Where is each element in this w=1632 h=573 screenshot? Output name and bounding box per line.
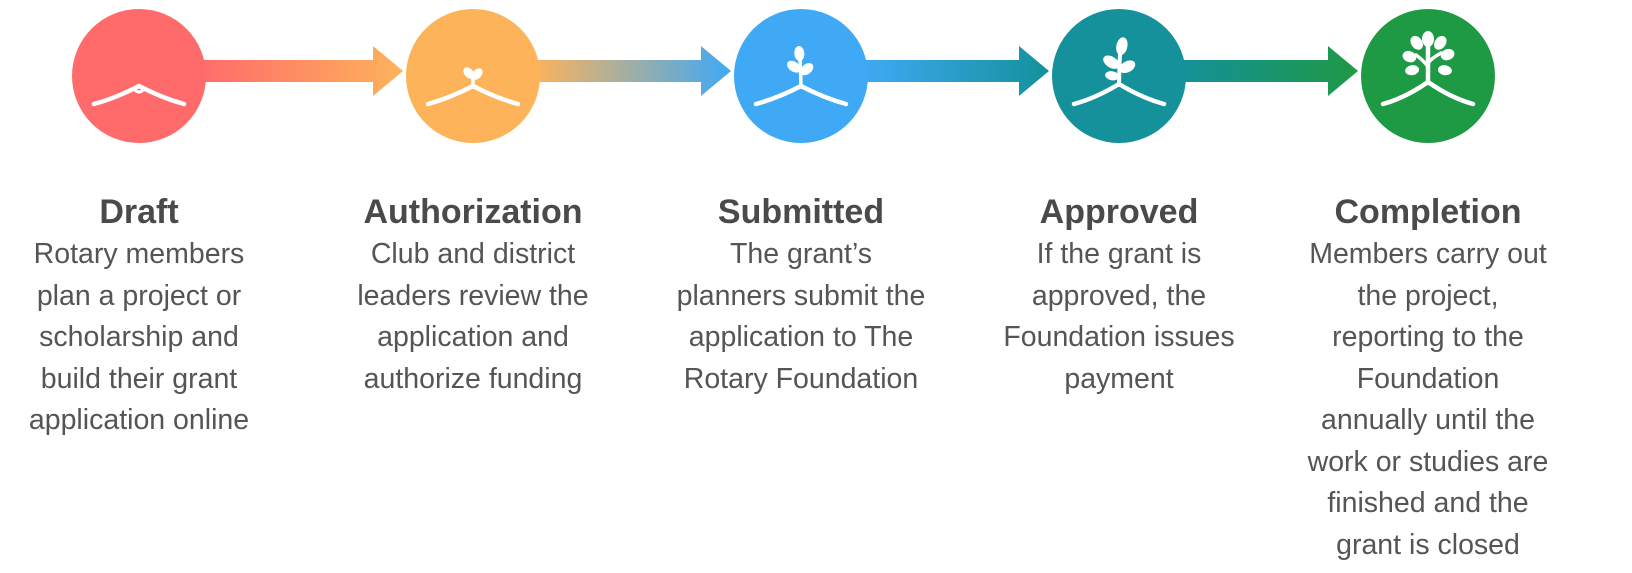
- stage-title: Completion: [1334, 193, 1522, 231]
- flow-arrow-3: [862, 46, 1049, 96]
- stage-description-line: The grant’s: [729, 238, 873, 270]
- stage-description-line: grant is closed: [1336, 528, 1520, 561]
- flow-arrow-1: [200, 46, 403, 96]
- stage-description-line: annually until the: [1321, 404, 1535, 436]
- hill-tree-icon: [1380, 31, 1476, 107]
- stage-title: Authorization: [363, 193, 583, 231]
- stage-description-line: leaders review the: [357, 279, 589, 312]
- stage-description-line: planners submit the: [676, 279, 926, 312]
- stage-description: Members carry out the project, reporting t…: [1283, 234, 1573, 566]
- stage-description: Rotary members plan a project or scholarsh…: [0, 234, 284, 442]
- stage-description-line: authorize funding: [363, 362, 583, 395]
- flow-arrow-4: [1180, 46, 1358, 96]
- stage-description-line: Foundation issues: [1003, 321, 1235, 353]
- stage-description-line: reporting to the: [1332, 321, 1524, 353]
- stage-description-line: Foundation: [1356, 362, 1500, 395]
- stage-description-line: scholarship and: [39, 321, 239, 353]
- stage-description-line: Members carry out: [1309, 238, 1547, 270]
- stage-description: The grant’s planners submit the applicatio…: [656, 234, 946, 400]
- hill-seed-icon: [91, 83, 187, 107]
- stage-description-line: payment: [1064, 362, 1174, 395]
- stage-description-line: finished and the: [1327, 487, 1529, 519]
- stage-approved-circle: [1052, 9, 1186, 143]
- stage-description-line: Club and district: [370, 238, 576, 270]
- hill-sprout-icon: [425, 67, 521, 107]
- stage-description-line: plan a project or: [36, 279, 242, 312]
- stage-description-line: Rotary members: [33, 238, 245, 270]
- stage-description-line: approved, the: [1031, 279, 1207, 312]
- hill-seedling-icon: [753, 46, 849, 107]
- stage-title: Submitted: [717, 193, 885, 231]
- stage-description-line: work or studies are: [1307, 445, 1549, 478]
- stage-description-line: application online: [28, 404, 250, 436]
- stage-description-line: build their grant: [40, 362, 238, 395]
- stage-draft-circle: [72, 9, 206, 143]
- stage-description-line: application to The: [688, 321, 914, 353]
- flow-arrow-2: [534, 46, 731, 96]
- stage-description-line: the project,: [1357, 279, 1499, 312]
- stage-description-line: If the grant is: [1036, 238, 1202, 270]
- stage-description-line: Rotary Foundation: [683, 362, 919, 395]
- stage-authorization-circle: [406, 9, 540, 143]
- stage-completion-circle: [1361, 9, 1495, 143]
- stage-submitted-circle: [734, 9, 868, 143]
- hill-plant-icon: [1071, 37, 1167, 107]
- stage-title: Approved: [1039, 193, 1199, 231]
- stage-description: Club and district leaders review the appli…: [328, 234, 618, 400]
- stage-title: Draft: [99, 193, 179, 231]
- stage-description-line: application and: [377, 321, 569, 353]
